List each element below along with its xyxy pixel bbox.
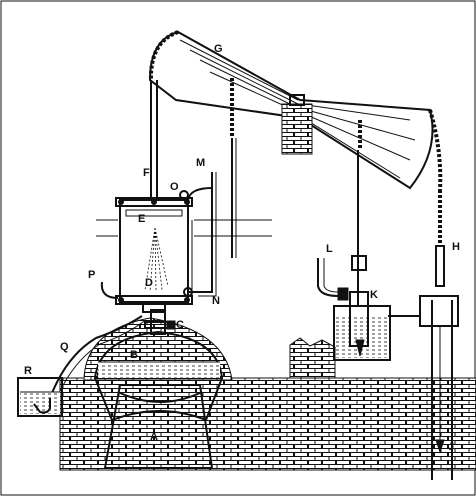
label-A: A xyxy=(150,431,158,443)
eduction-pipe xyxy=(49,315,147,401)
steam-pipe xyxy=(144,309,176,335)
label-D: D xyxy=(145,277,153,289)
label-O: O xyxy=(170,181,179,193)
label-Q: Q xyxy=(60,341,69,353)
label-B: B xyxy=(130,349,138,361)
rocking-beam xyxy=(148,30,443,191)
label-N: N xyxy=(212,295,220,307)
mine-pump xyxy=(419,190,459,480)
piston-rod xyxy=(150,80,158,198)
label-R: R xyxy=(24,365,32,377)
label-K: K xyxy=(370,289,378,301)
cylinder xyxy=(115,197,193,313)
label-L: L xyxy=(326,243,333,255)
label-J: J xyxy=(448,441,454,453)
feed-pump xyxy=(317,150,420,361)
label-G: G xyxy=(214,43,223,55)
label-E: E xyxy=(138,213,145,225)
hot-well-cistern xyxy=(17,377,63,417)
label-M: M xyxy=(196,157,205,169)
label-P: P xyxy=(88,269,95,281)
frame-beams xyxy=(96,219,272,237)
label-H: H xyxy=(452,241,460,253)
side-pipes xyxy=(100,281,210,299)
label-C: C xyxy=(176,319,184,331)
label-F: F xyxy=(143,167,150,179)
boiler xyxy=(93,330,224,422)
